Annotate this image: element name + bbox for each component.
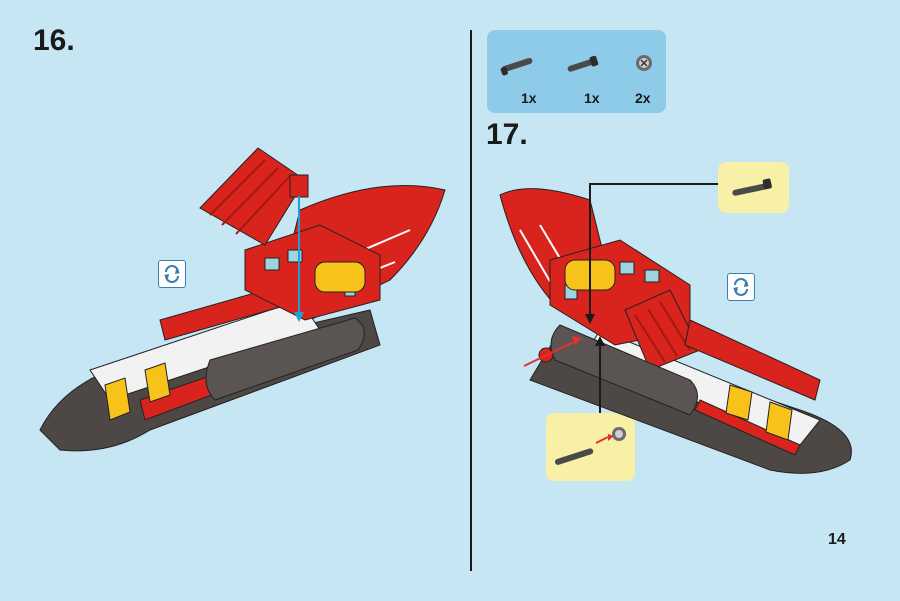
axle-with-bush-icon bbox=[554, 427, 626, 465]
rotate-model-icon-step17 bbox=[727, 273, 755, 301]
step-number-16: 16. bbox=[33, 24, 75, 57]
boat-model-step17 bbox=[499, 183, 852, 474]
bush-icon bbox=[636, 55, 652, 71]
callout-axle-bush bbox=[546, 413, 635, 481]
step-divider bbox=[470, 30, 472, 571]
short-axle-icon bbox=[567, 55, 599, 72]
step-number-17: 17. bbox=[486, 118, 528, 151]
boat-model-step16 bbox=[39, 147, 446, 452]
part-quantity-short-axle: 1x bbox=[584, 90, 600, 106]
axle-icon bbox=[732, 178, 772, 196]
callout-axle-top bbox=[718, 162, 789, 213]
part-quantity-bush: 2x bbox=[635, 90, 651, 106]
page-number: 14 bbox=[828, 531, 846, 548]
parts-list-art bbox=[500, 55, 652, 76]
long-axle-icon bbox=[500, 57, 533, 76]
part-quantity-long-axle: 1x bbox=[521, 90, 537, 106]
rotate-model-icon-step16 bbox=[158, 260, 186, 288]
parts-list-box: 1x 1x 2x bbox=[487, 30, 666, 113]
